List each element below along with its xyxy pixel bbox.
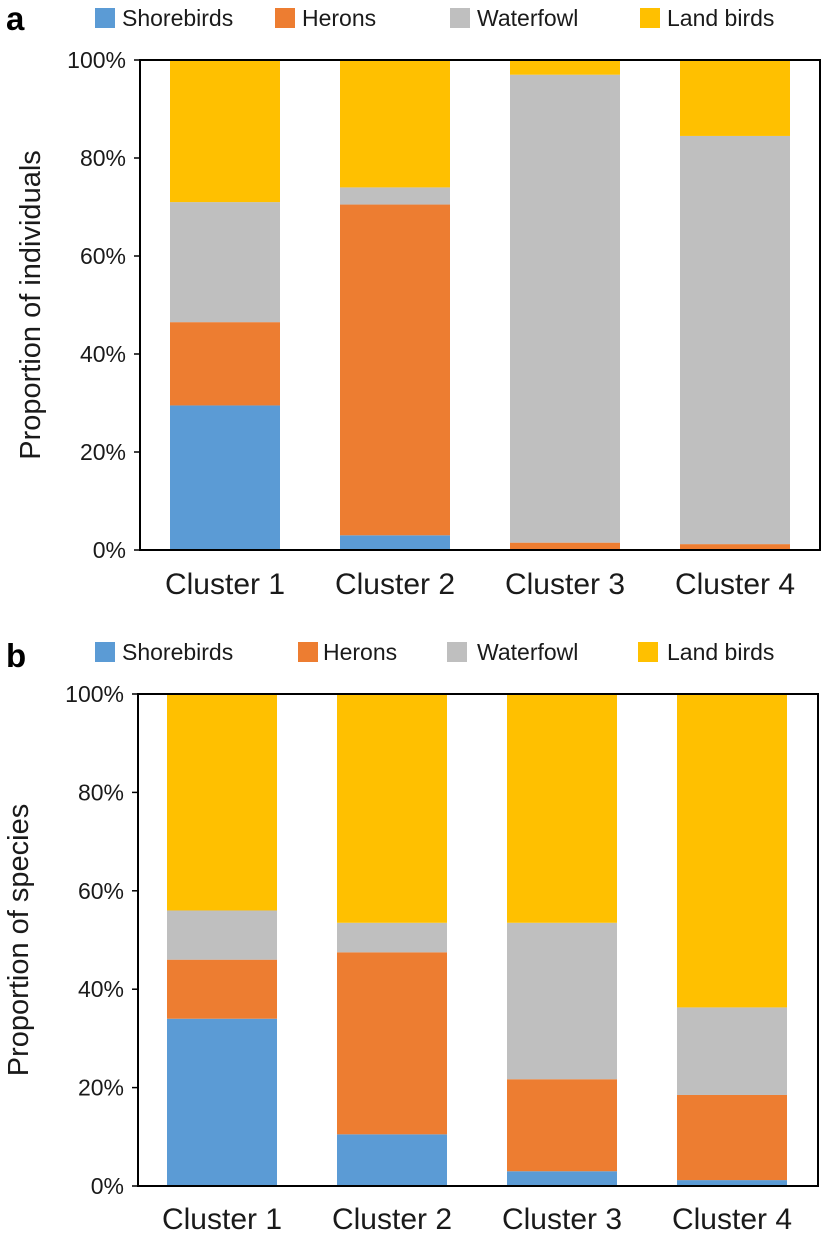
bar-segment-waterfowl-cluster-1 bbox=[170, 202, 280, 323]
bar-segment-land-birds-cluster-1 bbox=[167, 694, 277, 911]
bar-segment-waterfowl-cluster-3 bbox=[507, 922, 617, 1080]
legend-swatch-herons bbox=[275, 8, 295, 28]
x-ticks: Cluster 1 Cluster 2 Cluster 3 Cluster 4 bbox=[165, 568, 795, 601]
bar-segment-herons-cluster-2 bbox=[340, 204, 450, 536]
legend-label-land-birds: Land birds bbox=[667, 5, 774, 31]
bar-segment-waterfowl-cluster-2 bbox=[340, 187, 450, 205]
y-tick-label: 80% bbox=[80, 145, 126, 171]
bar-segment-land-birds-cluster-3 bbox=[510, 60, 620, 75]
y-tick-label: 20% bbox=[80, 439, 126, 465]
x-tick-label-cluster-1: Cluster 1 bbox=[165, 568, 285, 601]
bar-segment-shorebirds-cluster-4 bbox=[677, 1180, 787, 1186]
bar-segment-land-birds-cluster-3 bbox=[507, 694, 617, 923]
y-axis-label: Proportion of individuals bbox=[15, 150, 47, 460]
bar-segment-herons-cluster-2 bbox=[337, 952, 447, 1135]
bar-segment-shorebirds-cluster-1 bbox=[170, 405, 280, 550]
legend-swatch-herons bbox=[298, 642, 318, 662]
legend-label-herons: Herons bbox=[302, 5, 376, 31]
legend-label-herons: Herons bbox=[323, 639, 397, 665]
panel-a: a Shorebirds Herons Waterfowl Land birds… bbox=[6, 0, 821, 601]
legend-swatch-land-birds bbox=[640, 8, 660, 28]
legend-swatch-shorebirds bbox=[95, 8, 115, 28]
y-axis-label: Proportion of species bbox=[3, 804, 35, 1076]
y-ticks: 0% 20% 40% 60% 80% 100% bbox=[65, 681, 138, 1199]
y-tick-label: 80% bbox=[78, 779, 124, 805]
bar-segment-waterfowl-cluster-4 bbox=[677, 1007, 787, 1095]
bars bbox=[170, 60, 790, 550]
y-tick-label: 20% bbox=[78, 1075, 124, 1101]
plot-frame bbox=[137, 693, 819, 1187]
panel-label: a bbox=[6, 0, 25, 37]
bar-segment-land-birds-cluster-1 bbox=[170, 60, 280, 203]
legend-swatch-waterfowl bbox=[450, 8, 470, 28]
bar-segment-land-birds-cluster-2 bbox=[340, 60, 450, 188]
bar-segment-herons-cluster-3 bbox=[510, 542, 620, 550]
y-tick-label: 60% bbox=[78, 878, 124, 904]
legend-swatch-land-birds bbox=[638, 642, 658, 662]
y-tick-label: 100% bbox=[65, 681, 124, 707]
y-tick-label: 0% bbox=[93, 537, 126, 563]
legend-label-waterfowl: Waterfowl bbox=[477, 5, 578, 31]
bar-segment-land-birds-cluster-4 bbox=[680, 60, 790, 136]
y-tick-label: 60% bbox=[80, 243, 126, 269]
y-ticks: 0% 20% 40% 60% 80% 100% bbox=[67, 47, 140, 563]
bar-segment-land-birds-cluster-4 bbox=[677, 694, 787, 1008]
legend: Shorebirds Herons Waterfowl Land birds bbox=[95, 5, 774, 31]
legend: Shorebirds Herons Waterfowl Land birds bbox=[95, 639, 774, 665]
legend-label-waterfowl: Waterfowl bbox=[477, 639, 578, 665]
x-tick-label-cluster-4: Cluster 4 bbox=[672, 1203, 792, 1235]
panel-label: b bbox=[6, 637, 26, 674]
legend-label-shorebirds: Shorebirds bbox=[122, 639, 233, 665]
y-tick-label: 40% bbox=[78, 976, 124, 1002]
legend-label-shorebirds: Shorebirds bbox=[122, 5, 233, 31]
bars bbox=[167, 694, 787, 1186]
x-tick-label-cluster-1: Cluster 1 bbox=[162, 1203, 282, 1235]
legend-swatch-waterfowl bbox=[447, 642, 467, 662]
bar-segment-shorebirds-cluster-2 bbox=[340, 535, 450, 550]
y-tick-label: 0% bbox=[91, 1173, 124, 1199]
legend-label-land-birds: Land birds bbox=[667, 639, 774, 665]
bar-segment-herons-cluster-4 bbox=[677, 1094, 787, 1181]
panel-b: b Shorebirds Herons Waterfowl Land birds… bbox=[3, 637, 819, 1235]
bar-segment-shorebirds-cluster-2 bbox=[337, 1134, 447, 1186]
bar-segment-waterfowl-cluster-2 bbox=[337, 922, 447, 953]
bar-segment-herons-cluster-1 bbox=[167, 959, 277, 1019]
y-tick-label: 40% bbox=[80, 341, 126, 367]
bar-segment-herons-cluster-1 bbox=[170, 322, 280, 406]
x-tick-label-cluster-4: Cluster 4 bbox=[675, 568, 795, 601]
bar-segment-herons-cluster-4 bbox=[680, 544, 790, 550]
x-tick-label-cluster-2: Cluster 2 bbox=[335, 568, 455, 601]
bar-segment-land-birds-cluster-2 bbox=[337, 694, 447, 923]
bar-segment-waterfowl-cluster-1 bbox=[167, 910, 277, 960]
x-tick-label-cluster-3: Cluster 3 bbox=[505, 568, 625, 601]
bar-segment-shorebirds-cluster-1 bbox=[167, 1018, 277, 1186]
bar-segment-shorebirds-cluster-3 bbox=[507, 1171, 617, 1186]
legend-swatch-shorebirds bbox=[95, 642, 115, 662]
x-ticks: Cluster 1 Cluster 2 Cluster 3 Cluster 4 bbox=[162, 1203, 792, 1235]
plot-frame bbox=[139, 59, 821, 551]
bar-segment-waterfowl-cluster-4 bbox=[680, 135, 790, 545]
bar-segment-herons-cluster-3 bbox=[507, 1079, 617, 1172]
y-tick-label: 100% bbox=[67, 47, 126, 73]
x-tick-label-cluster-3: Cluster 3 bbox=[502, 1203, 622, 1235]
bar-segment-waterfowl-cluster-3 bbox=[510, 74, 620, 543]
x-tick-label-cluster-2: Cluster 2 bbox=[332, 1203, 452, 1235]
